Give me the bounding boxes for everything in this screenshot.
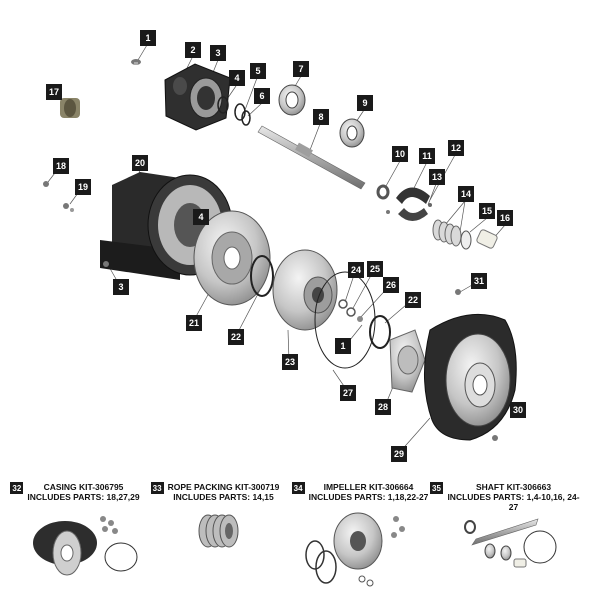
bearing-part — [278, 84, 306, 116]
slinger-ring-part — [376, 184, 390, 200]
screw-part — [43, 181, 49, 187]
callout-13: 13 — [429, 169, 445, 185]
kit-title-text: SHAFT KIT-306663 — [475, 482, 552, 492]
callout-8: 8 — [313, 109, 329, 125]
callout-16: 16 — [497, 210, 513, 226]
bearing-housing-part — [164, 63, 231, 131]
kit-header: 35 SHAFT KIT-306663 INCLUDES PARTS: 1,4-… — [430, 482, 580, 512]
callout-31: 31 — [471, 273, 487, 289]
kit-rope-packing: 33 ROPE PACKING KIT-300719 INCLUDES PART… — [140, 482, 290, 502]
washer-part — [338, 299, 348, 309]
callout-14: 14 — [458, 186, 474, 202]
kit-number-badge: 35 — [430, 482, 443, 494]
kit-title-text: ROPE PACKING KIT-300719 — [167, 482, 280, 492]
callout-25: 25 — [367, 261, 383, 277]
kit-title: IMPELLER KIT-306664 INCLUDES PARTS: 1,18… — [309, 482, 429, 502]
kit-header: 33 ROPE PACKING KIT-300719 INCLUDES PART… — [140, 482, 290, 502]
kit-header: 32 CASING KIT-306795 INCLUDES PARTS: 18,… — [0, 482, 150, 502]
callout-4: 4 — [229, 70, 245, 86]
callout-24: 24 — [348, 262, 364, 278]
impeller-kit-image — [305, 512, 405, 587]
callout-6: 6 — [254, 88, 270, 104]
callout-1: 1 — [140, 30, 156, 46]
kit-parts-text: INCLUDES PARTS: 1,4-10,16, 24-27 — [447, 492, 580, 512]
kit-title: SHAFT KIT-306663 INCLUDES PARTS: 1,4-10,… — [447, 482, 580, 512]
o-ring-part — [241, 110, 251, 126]
callout-18: 18 — [53, 158, 69, 174]
screw-part — [131, 59, 141, 65]
o-ring-part — [250, 255, 274, 297]
screw-part — [63, 203, 74, 212]
casing-gasket-part — [314, 271, 376, 369]
callout-5: 5 — [250, 63, 266, 79]
kit-header: 34 IMPELLER KIT-306664 INCLUDES PARTS: 1… — [285, 482, 435, 502]
bolt-part — [455, 289, 461, 295]
nut-part — [357, 316, 363, 322]
callout-28: 28 — [375, 399, 391, 415]
shaft-kit-image — [464, 518, 557, 568]
callout-7: 7 — [293, 61, 309, 77]
callout-30: 30 — [510, 402, 526, 418]
callout-10: 10 — [392, 146, 408, 162]
kit-casing: 32 CASING KIT-306795 INCLUDES PARTS: 18,… — [0, 482, 150, 502]
callout-12: 12 — [448, 140, 464, 156]
callout-20: 20 — [132, 155, 148, 171]
exploded-parts-diagram — [43, 44, 519, 454]
callout-26: 26 — [383, 277, 399, 293]
callout-3b: 3 — [113, 279, 129, 295]
callout-1b: 1 — [335, 338, 351, 354]
volute-casing-part — [424, 313, 517, 441]
callout-11: 11 — [419, 148, 435, 164]
callout-19: 19 — [75, 179, 91, 195]
o-ring-part — [217, 96, 229, 114]
kit-parts-text: INCLUDES PARTS: 14,15 — [173, 492, 274, 502]
bushing-part — [60, 98, 80, 118]
washer-part — [346, 307, 356, 317]
bolt-part — [428, 203, 432, 207]
callout-27: 27 — [340, 385, 356, 401]
packing-rings-part — [432, 219, 462, 247]
callout-2: 2 — [185, 42, 201, 58]
callout-23: 23 — [282, 354, 298, 370]
callout-15: 15 — [479, 203, 495, 219]
bearing-part — [339, 118, 365, 148]
kit-title-text: IMPELLER KIT-306664 — [323, 482, 414, 492]
callout-21: 21 — [186, 315, 202, 331]
kit-number-badge: 33 — [150, 482, 164, 494]
kit-title: CASING KIT-306795 INCLUDES PARTS: 18,27,… — [27, 482, 139, 502]
kit-title: ROPE PACKING KIT-300719 INCLUDES PARTS: … — [168, 482, 280, 502]
kit-number-badge: 34 — [291, 482, 305, 494]
shaft-sleeve-part — [476, 229, 498, 249]
rope-packing-kit-image — [198, 514, 239, 548]
kit-shaft: 35 SHAFT KIT-306663 INCLUDES PARTS: 1,4-… — [430, 482, 580, 512]
bolt-part — [492, 435, 498, 441]
impeller-part — [272, 249, 338, 331]
kit-title-text: CASING KIT-306795 — [43, 482, 124, 492]
callout-29: 29 — [391, 446, 407, 462]
packing-gland-part — [386, 187, 430, 221]
callout-22b: 22 — [405, 292, 421, 308]
kit-impeller: 34 IMPELLER KIT-306664 INCLUDES PARTS: 1… — [285, 482, 435, 502]
o-ring-part — [369, 315, 391, 349]
callout-3: 3 — [210, 45, 226, 61]
lantern-ring-part — [460, 230, 472, 250]
callout-22: 22 — [228, 329, 244, 345]
kit-number-badge: 32 — [10, 482, 24, 494]
callout-4b: 4 — [193, 209, 209, 225]
casing-kit-image — [33, 516, 138, 576]
screw-part — [103, 261, 109, 267]
shaft-part — [257, 125, 366, 190]
kit-parts-text: INCLUDES PARTS: 1,18,22-27 — [308, 492, 429, 502]
callout-9: 9 — [357, 95, 373, 111]
wear-plate-part — [389, 329, 426, 393]
kit-parts-text: INCLUDES PARTS: 18,27,29 — [27, 492, 140, 502]
callout-17: 17 — [46, 84, 62, 100]
